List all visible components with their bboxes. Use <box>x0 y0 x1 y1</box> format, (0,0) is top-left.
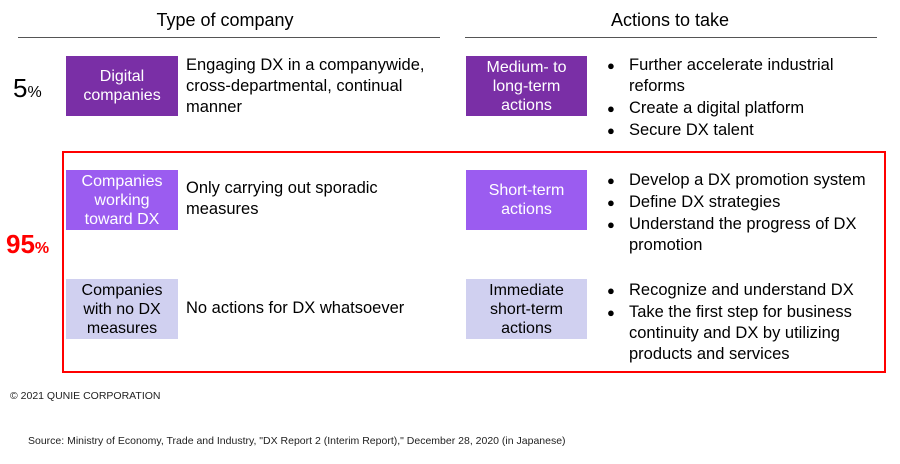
company-box-no-measures: Companies with no DX measures <box>66 279 178 339</box>
percent-digital: 5% <box>13 73 42 104</box>
percent-others-number: 95 <box>6 229 35 259</box>
header-divider-left <box>18 37 440 38</box>
action-item: Recognize and understand DX <box>607 280 877 301</box>
action-item: Understand the progress of DX promotion <box>607 214 885 256</box>
action-list-medium-long: Further accelerate industrial reforms Cr… <box>607 55 882 142</box>
company-box-digital-label: Digital companies <box>83 68 161 104</box>
percent-digital-number: 5 <box>13 73 28 103</box>
company-box-working-label: Companies working toward DX <box>81 172 163 228</box>
action-item: Develop a DX promotion system <box>607 170 885 191</box>
action-box-short-term: Short-term actions <box>466 170 587 230</box>
action-item: Define DX strategies <box>607 192 885 213</box>
percent-others-symbol: % <box>34 240 50 257</box>
percent-others: 95% <box>6 229 49 260</box>
company-box-no-measures-label: Companies with no DX measures <box>81 281 163 337</box>
company-box-working: Companies working toward DX <box>66 170 178 230</box>
percent-digital-symbol: % <box>27 84 42 101</box>
action-item: Create a digital platform <box>607 98 882 119</box>
description-working: Only carrying out sporadic measures <box>186 179 378 218</box>
highlight-border <box>62 151 886 373</box>
description-no-measures: No actions for DX whatsoever <box>186 299 405 317</box>
action-box-immediate-label: Immediate short-term actions <box>489 281 564 337</box>
header-actions-to-take: Actions to take <box>610 10 730 30</box>
action-item: Take the first step for business continu… <box>607 302 877 365</box>
action-box-short-term-label: Short-term actions <box>488 182 565 218</box>
copyright: © 2021 QUNIE CORPORATION <box>10 390 161 402</box>
action-list-immediate: Recognize and understand DX Take the fir… <box>607 280 877 366</box>
action-list-short-term: Develop a DX promotion system Define DX … <box>607 170 885 257</box>
action-item: Further accelerate industrial reforms <box>607 55 882 97</box>
description-digital: Engaging DX in a companywide, cross-depa… <box>186 56 425 116</box>
source-note: Source: Ministry of Economy, Trade and I… <box>28 435 566 447</box>
action-box-medium-long-label: Medium- to long-term actions <box>486 58 567 114</box>
action-box-medium-long: Medium- to long-term actions <box>466 56 587 116</box>
header-type-of-company: Type of company <box>156 10 294 30</box>
company-box-digital: Digital companies <box>66 56 178 116</box>
header-divider-right <box>465 37 877 38</box>
action-item: Secure DX talent <box>607 120 882 141</box>
action-box-immediate: Immediate short-term actions <box>466 279 587 339</box>
